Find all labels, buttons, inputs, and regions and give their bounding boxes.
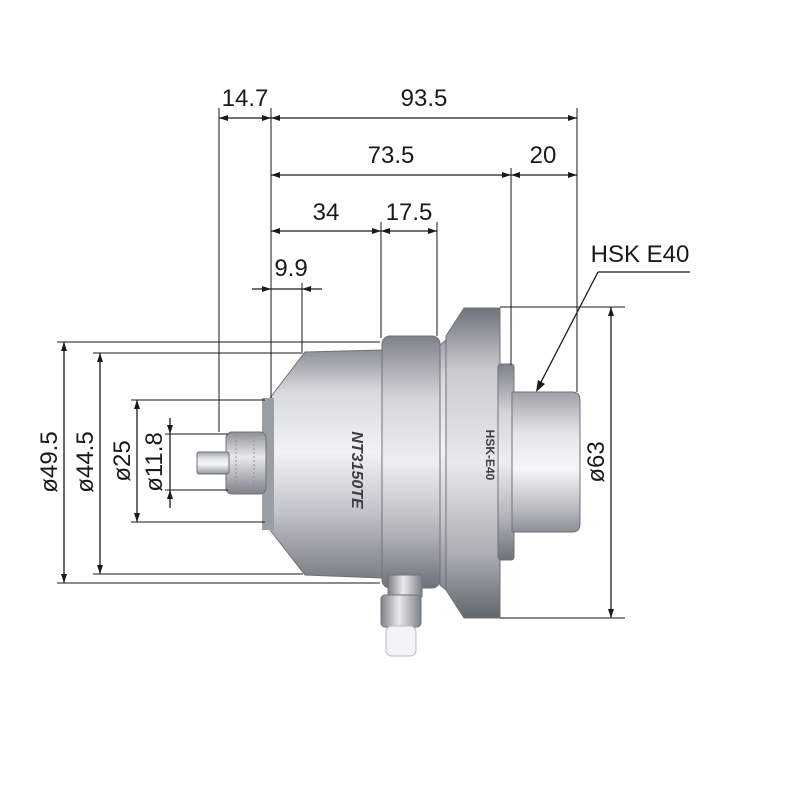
tool-shaft bbox=[196, 451, 230, 475]
collet-nut-knurl bbox=[235, 433, 255, 493]
dim-dia-11-8: ø11.8 bbox=[141, 432, 168, 492]
dim-93-5: 93.5 bbox=[401, 85, 448, 112]
dim-34: 34 bbox=[313, 199, 340, 226]
ring-band bbox=[381, 335, 441, 589]
dim-dia-49-5: ø49.5 bbox=[36, 431, 63, 492]
air-fitting-base bbox=[387, 574, 423, 598]
dim-dia-63: ø63 bbox=[583, 441, 610, 482]
model-engraving: NT3150TE bbox=[348, 431, 365, 510]
collet-nut bbox=[225, 431, 267, 495]
nose-front-face bbox=[262, 398, 274, 530]
dimension-labels: 14.7 93.5 73.5 20 34 17.5 9.9 HSK E40 ø4… bbox=[36, 85, 689, 493]
air-fitting-tip bbox=[385, 625, 417, 657]
hsk-shank bbox=[511, 391, 581, 533]
hsk-callout-label: HSK E40 bbox=[591, 241, 690, 268]
dim-9-9: 9.9 bbox=[274, 255, 307, 282]
dim-14-7: 14.7 bbox=[222, 85, 269, 112]
dim-17-5: 17.5 bbox=[386, 199, 433, 226]
dim-73-5: 73.5 bbox=[368, 142, 415, 169]
dim-dia-25: ø25 bbox=[109, 440, 136, 481]
dim-20: 20 bbox=[530, 142, 557, 169]
spindle-body: NT3150TE HSK-E40 bbox=[196, 307, 581, 657]
air-fitting-nut bbox=[380, 594, 422, 628]
flange-engraving: HSK-E40 bbox=[483, 430, 497, 481]
dim-dia-44-5: ø44.5 bbox=[72, 431, 99, 492]
dimension-lines bbox=[57, 108, 690, 619]
